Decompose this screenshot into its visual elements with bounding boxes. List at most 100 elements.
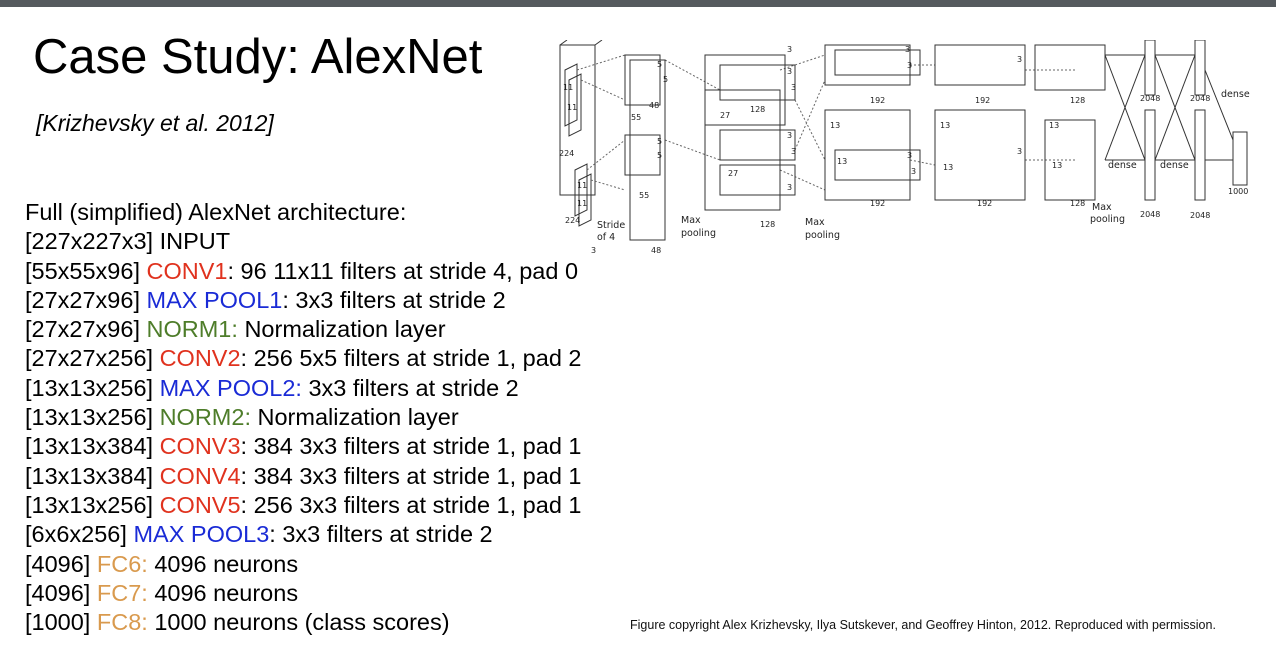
figure-label: 55 <box>639 191 649 200</box>
figure-label: 48 <box>649 101 659 110</box>
figure-label: 3 <box>907 151 912 160</box>
layer-name: MAX POOL2: <box>159 374 302 401</box>
layer-desc: : 3x3 filters at stride 2 <box>282 286 506 313</box>
layer-name: MAX POOL3 <box>133 521 270 548</box>
figure-label: 11 <box>577 181 587 190</box>
layer-name: CONV1 <box>146 257 228 284</box>
figure-label: 13 <box>940 121 950 130</box>
figure-label: 192 <box>870 199 885 208</box>
layer-name: CONV3 <box>159 433 241 460</box>
layer-row: [4096] FC6: 4096 neurons <box>25 550 582 579</box>
figure-label: 192 <box>975 96 990 105</box>
architecture-list: Full (simplified) AlexNet architecture: … <box>25 198 582 637</box>
top-bar <box>0 0 1276 7</box>
layer-name: CONV2 <box>159 345 241 372</box>
figure-label: 13 <box>943 163 953 172</box>
figure-label: 224 <box>565 216 580 225</box>
figure-label: 11 <box>577 199 587 208</box>
figure-label: 3 <box>591 246 596 255</box>
layer-name: MAX POOL1 <box>146 286 283 313</box>
figure-label: 5 <box>657 137 662 146</box>
layer-row: [13x13x384] CONV4: 384 3x3 filters at st… <box>25 462 582 491</box>
figure-label: Stride <box>597 220 625 231</box>
figure-label: Max <box>805 217 825 228</box>
layer-name: FC7: <box>96 579 148 606</box>
figure-label: 192 <box>870 96 885 105</box>
layer-dims: [4096] <box>25 579 91 606</box>
figure-label: 13 <box>837 157 847 166</box>
layer-dims: [27x27x256] <box>25 345 154 372</box>
figure-copyright: Figure copyright Alex Krizhevsky, Ilya S… <box>630 618 1216 632</box>
figure-label: 3 <box>787 67 792 76</box>
figure-label: 5 <box>657 151 662 160</box>
layer-row: [227x227x3] INPUT <box>25 227 582 256</box>
layer-desc: : 3x3 filters at stride 2 <box>269 521 493 548</box>
layer-name: INPUT <box>159 228 231 255</box>
layer-desc: : 256 5x5 filters at stride 1, pad 2 <box>240 345 582 372</box>
figure-label: 3 <box>787 45 792 54</box>
figure-label: 3 <box>787 131 792 140</box>
figure-label: pooling <box>1090 214 1125 225</box>
figure-label: dense <box>1108 160 1137 171</box>
figure-label: 3 <box>787 183 792 192</box>
figure-label: 3 <box>791 83 796 92</box>
layer-desc: : 384 3x3 filters at stride 1, pad 1 <box>240 433 582 460</box>
layer-dims: [1000] <box>25 609 91 636</box>
citation: [Krizhevsky et al. 2012] <box>36 110 274 136</box>
layer-row: [13x13x384] CONV3: 384 3x3 filters at st… <box>25 432 582 461</box>
figure-label: 3 <box>905 45 910 54</box>
figure-label: 128 <box>1070 199 1085 208</box>
figure-label: 224 <box>559 149 574 158</box>
figure-label: 1000 <box>1228 187 1248 196</box>
layer-row: [6x6x256] MAX POOL3: 3x3 filters at stri… <box>25 520 582 549</box>
figure-label: 5 <box>657 60 662 69</box>
layer-row: [27x27x96] MAX POOL1: 3x3 filters at str… <box>25 286 582 315</box>
layer-dims: [13x13x256] <box>25 404 154 431</box>
figure-label: 3 <box>1017 147 1022 156</box>
figure-label: 27 <box>728 169 738 178</box>
layer-dims: [227x227x3] <box>25 228 154 255</box>
figure-label: pooling <box>681 228 716 239</box>
figure-label: 55 <box>631 113 641 122</box>
figure-label: 13 <box>830 121 840 130</box>
figure-label: 13 <box>1049 121 1059 130</box>
layer-row: [27x27x256] CONV2: 256 5x5 filters at st… <box>25 344 582 373</box>
figure-label: 11 <box>563 83 573 92</box>
layer-row: [13x13x256] CONV5: 256 3x3 filters at st… <box>25 491 582 520</box>
layer-name: NORM2: <box>159 404 251 431</box>
figure-label: 3 <box>791 147 796 156</box>
architecture-heading: Full (simplified) AlexNet architecture: <box>25 199 407 225</box>
layer-dims: [55x55x96] <box>25 257 140 284</box>
figure-label: 192 <box>977 199 992 208</box>
layer-desc: : 384 3x3 filters at stride 1, pad 1 <box>240 462 582 489</box>
layer-row: [13x13x256] MAX POOL2: 3x3 filters at st… <box>25 374 582 403</box>
figure-label: 128 <box>750 105 765 114</box>
layer-desc: Normalization layer <box>237 316 446 343</box>
layer-dims: [13x13x384] <box>25 462 154 489</box>
layer-row: [27x27x96] NORM1: Normalization layer <box>25 315 582 344</box>
layer-row: [55x55x96] CONV1: 96 11x11 filters at st… <box>25 257 582 286</box>
layer-dims: [4096] <box>25 550 91 577</box>
input-volume-edge <box>559 39 568 46</box>
figure-label: 128 <box>760 220 775 229</box>
figure-label: 11 <box>567 103 577 112</box>
layer-desc: 3x3 filters at stride 2 <box>301 374 519 401</box>
figure-label: 2048 <box>1140 210 1160 219</box>
layer-dims: [13x13x256] <box>25 491 154 518</box>
layer-desc: : 256 3x3 filters at stride 1, pad 1 <box>240 491 582 518</box>
slide-title: Case Study: AlexNet <box>33 30 483 84</box>
layer-name: NORM1: <box>146 316 238 343</box>
figure-label: 3 <box>907 61 912 70</box>
figure-label: 5 <box>663 75 668 84</box>
figure-label: dense <box>1160 160 1189 171</box>
input-volume-front <box>559 44 596 196</box>
layer-dims: [27x27x96] <box>25 286 140 313</box>
figure-label: Max <box>1092 202 1112 213</box>
figure-label: 2048 <box>1190 94 1210 103</box>
layer-row: [4096] FC7: 4096 neurons <box>25 579 582 608</box>
figure-label: pooling <box>805 230 840 241</box>
alexnet-diagram: 11 11 11 11 224 224 3 Stride of 4 55 55 … <box>555 39 1260 265</box>
figure-label: 2048 <box>1140 94 1160 103</box>
figure-label: 128 <box>1070 96 1085 105</box>
layer-name: FC6: <box>96 550 148 577</box>
